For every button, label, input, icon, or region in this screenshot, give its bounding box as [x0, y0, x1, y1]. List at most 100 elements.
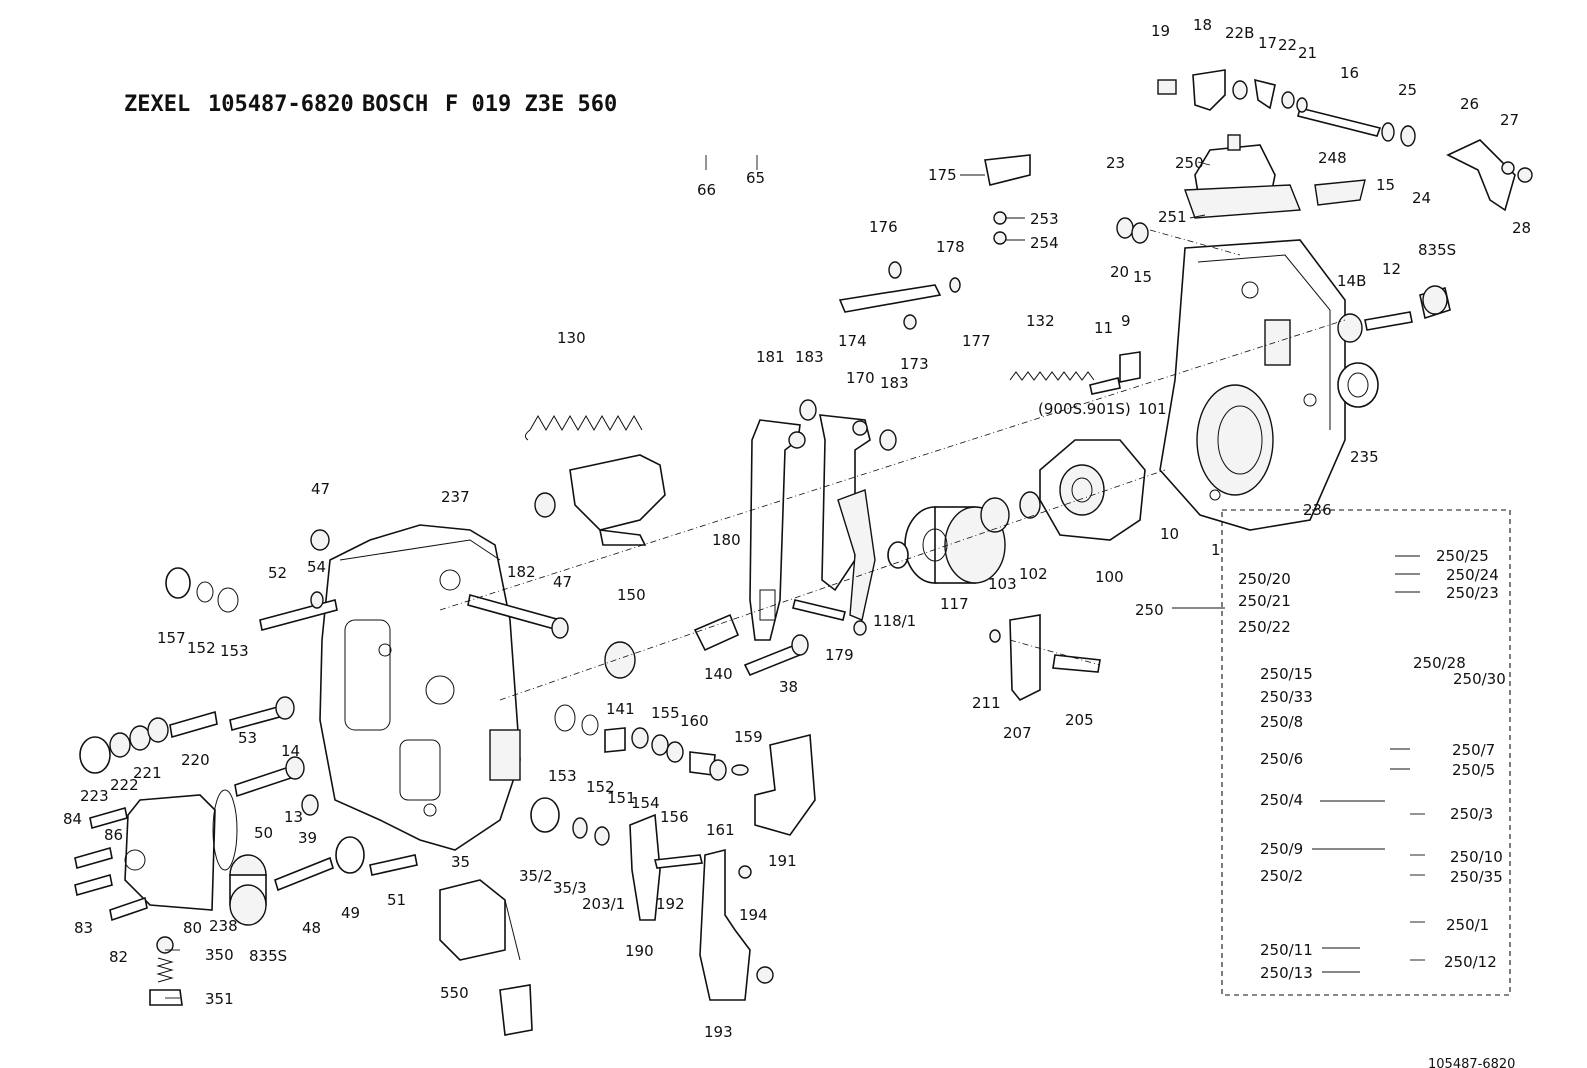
label-leader-lines	[165, 155, 1425, 999]
label-35-2: 35/2	[519, 867, 553, 885]
label-160: 160	[680, 712, 709, 730]
label-250-12: 250/12	[1444, 953, 1497, 971]
label-13: 13	[284, 808, 303, 826]
label-141: 141	[606, 700, 635, 718]
label-175: 175	[928, 166, 957, 184]
label-193: 193	[704, 1023, 733, 1041]
label-157: 157	[157, 629, 186, 647]
label-350: 350	[205, 946, 234, 964]
label-207: 207	[1003, 724, 1032, 742]
label-251: 251	[1158, 208, 1187, 226]
label-222: 222	[110, 776, 139, 794]
label-254: 254	[1030, 234, 1059, 252]
shaft-179-part	[792, 599, 867, 636]
label-53: 53	[238, 729, 257, 747]
washer-20-15-part	[1116, 217, 1149, 244]
label-21: 21	[1298, 44, 1317, 62]
label-35: 35	[451, 853, 470, 871]
label-250-30: 250/30	[1453, 670, 1506, 688]
bushing-835s-part	[1419, 285, 1451, 320]
label-203-1: 203/1	[582, 895, 625, 913]
label-152a: 152	[187, 639, 216, 657]
label-83: 83	[74, 919, 93, 937]
label-117: 117	[940, 595, 969, 613]
label-84: 84	[63, 810, 82, 828]
label-11: 11	[1094, 319, 1113, 337]
label-174: 174	[838, 332, 867, 350]
label-179: 179	[825, 646, 854, 664]
label-1: 1	[1211, 541, 1221, 559]
label-250-1: 250/1	[1446, 916, 1489, 934]
label-12: 12	[1382, 260, 1401, 278]
bracket-175-part	[984, 154, 1031, 245]
bracket-9-11-part	[1089, 351, 1141, 395]
label-14b: 14B	[1337, 272, 1366, 290]
footer-code: 105487-6820	[1428, 1057, 1515, 1068]
label-49: 49	[341, 904, 360, 922]
label-177: 177	[962, 332, 991, 350]
label-16: 16	[1340, 64, 1359, 82]
assembly-axis-lines	[439, 229, 1346, 701]
label-351: 351	[205, 990, 234, 1008]
ring-235-part	[1337, 362, 1379, 408]
label-156: 156	[660, 808, 689, 826]
label-130: 130	[557, 329, 586, 347]
label-835s-bot: 835S	[249, 947, 287, 965]
label-103: 103	[988, 575, 1017, 593]
label-236: 236	[1303, 501, 1332, 519]
label-38: 38	[779, 678, 798, 696]
label-22b: 22B	[1225, 24, 1254, 42]
washer-183-part	[799, 399, 897, 451]
governor-cover-part	[319, 524, 521, 851]
diagram-header: ZEXEL 105487-6820 BOSCH F 019 Z3E 560	[124, 92, 617, 117]
label-248: 248	[1318, 149, 1347, 167]
label-250-28: 250/28	[1413, 654, 1466, 672]
label-100: 100	[1095, 568, 1124, 586]
label-250-8: 250/8	[1260, 713, 1303, 731]
label-86: 86	[104, 826, 123, 844]
bolt-50-part	[234, 756, 319, 816]
bolt-38-part	[743, 634, 809, 677]
label-155: 155	[651, 704, 680, 722]
label-82: 82	[109, 948, 128, 966]
label-250-15: 250/15	[1260, 665, 1313, 683]
header-brand-bosch: BOSCH	[362, 92, 428, 117]
label-194: 194	[739, 906, 768, 924]
label-39: 39	[298, 829, 317, 847]
label-52: 52	[268, 564, 287, 582]
lever-170-part	[819, 414, 876, 621]
label-250a: 250	[1175, 154, 1204, 172]
label-151: 151	[607, 789, 636, 807]
label-250-3: 250/3	[1450, 805, 1493, 823]
flyweight-100-part	[1039, 439, 1146, 541]
label-900s: (900S.901S)	[1038, 400, 1131, 418]
sleeve-151-part	[554, 704, 727, 781]
label-178: 178	[936, 238, 965, 256]
label-250-9: 250/9	[1260, 840, 1303, 858]
lever-181-part	[749, 419, 806, 641]
label-65: 65	[746, 169, 765, 187]
label-183a: 183	[795, 348, 824, 366]
label-15b: 15	[1133, 268, 1152, 286]
plug-223-222-221-part	[79, 710, 218, 774]
label-54: 54	[307, 558, 326, 576]
label-20: 20	[1110, 263, 1129, 281]
label-250-2: 250/2	[1260, 867, 1303, 885]
label-250-20: 250/20	[1238, 570, 1291, 588]
shaft-16-part	[1297, 107, 1416, 147]
label-150: 150	[617, 586, 646, 604]
label-253: 253	[1030, 210, 1059, 228]
bracket-18-part	[1157, 69, 1308, 113]
label-50: 50	[254, 824, 273, 842]
label-26: 26	[1460, 95, 1479, 113]
label-250-33: 250/33	[1260, 688, 1313, 706]
label-48: 48	[302, 919, 321, 937]
label-250-23: 250/23	[1446, 584, 1499, 602]
label-47b: 47	[553, 573, 572, 591]
label-17: 17	[1258, 34, 1277, 52]
label-161: 161	[706, 821, 735, 839]
solenoid-550-part	[439, 879, 533, 1036]
part-number-labels: 19 18 22B 17 22 21 16 25 26 27 28 24 15 …	[63, 16, 1531, 1041]
label-140: 140	[704, 665, 733, 683]
